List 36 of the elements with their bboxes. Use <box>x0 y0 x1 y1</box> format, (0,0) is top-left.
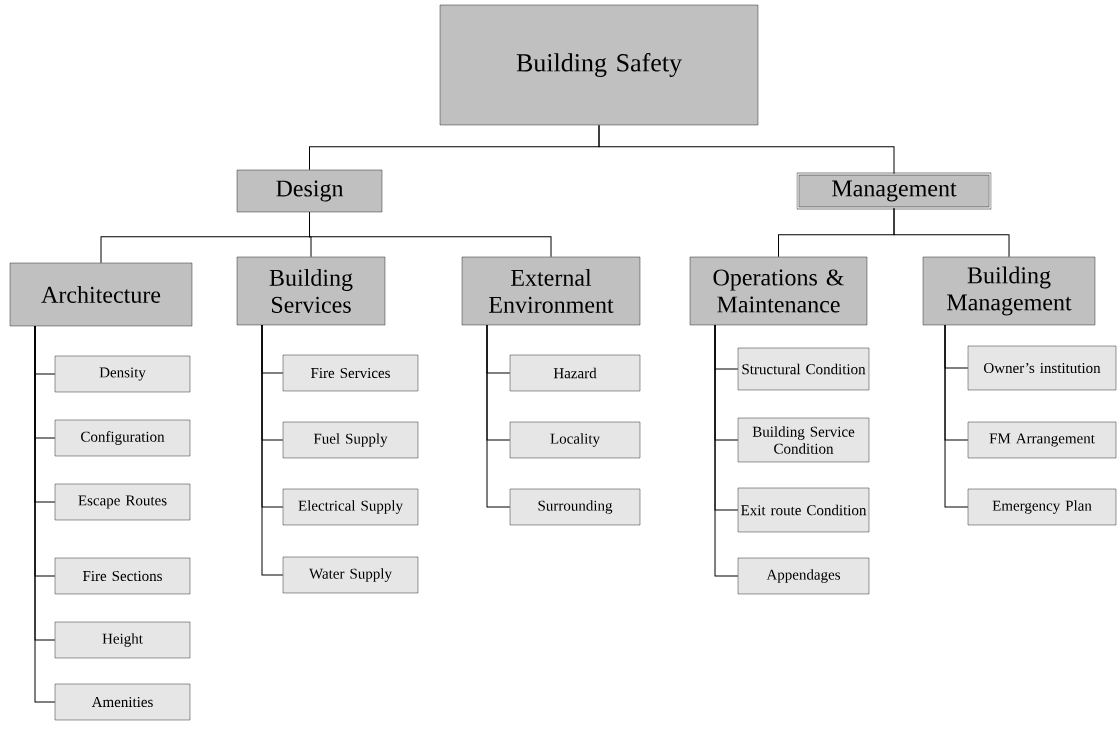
category-box: External Environment <box>461 256 641 326</box>
item-box: Building Service Condition <box>737 417 870 463</box>
category-box: Operations & Maintenance <box>689 256 868 326</box>
category-box: Design <box>236 169 383 213</box>
item-box: Locality <box>509 421 641 459</box>
item-box: Fuel Supply <box>282 421 419 459</box>
category-box: Building Services <box>236 256 386 326</box>
item-box: Owner’s institution <box>967 345 1117 391</box>
category-box: Building Management <box>922 256 1096 326</box>
item-box: Emergency Plan <box>967 488 1117 526</box>
item-box: Structural Condition <box>737 347 870 391</box>
connector-line <box>261 324 284 576</box>
item-box: Configuration <box>54 419 191 457</box>
item-box: Fire Services <box>282 354 419 392</box>
item-box: Hazard <box>509 354 641 392</box>
item-box: Surrounding <box>509 488 641 526</box>
connector-line <box>714 324 739 577</box>
connector-line <box>34 325 56 703</box>
item-box: Electrical Supply <box>282 488 419 526</box>
item-box: Amenities <box>54 683 191 721</box>
item-box: Exit route Condition <box>737 487 870 533</box>
title-box: Building Safety <box>439 4 759 126</box>
item-box: Water Supply <box>282 556 419 594</box>
item-box: FM Arrangement <box>967 421 1117 459</box>
item-box: Escape Routes <box>54 483 191 521</box>
item-box: Height <box>54 621 191 659</box>
connector-line <box>309 211 552 258</box>
category-box: Management <box>796 172 992 210</box>
category-box: Architecture <box>9 262 193 327</box>
item-box: Density <box>54 355 191 393</box>
connector-line <box>893 207 1010 258</box>
connector-line <box>944 324 969 508</box>
item-box: Appendages <box>737 557 870 595</box>
connector-line <box>486 324 511 508</box>
connector-line <box>598 124 895 175</box>
item-box: Fire Sections <box>54 557 191 595</box>
